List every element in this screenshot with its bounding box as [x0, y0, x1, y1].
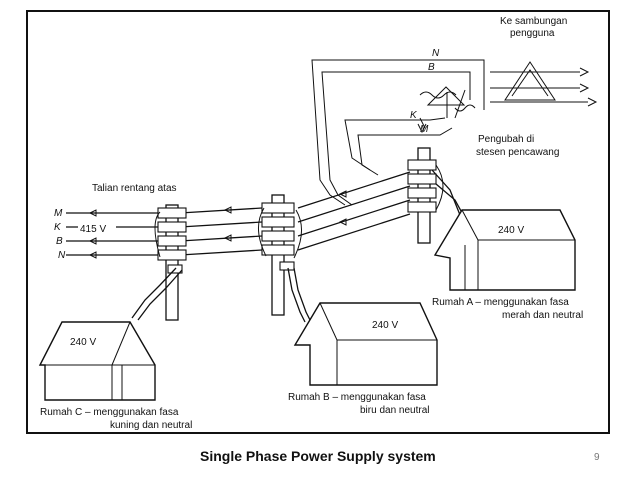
house-a-caption-line2: merah dan neutral: [502, 310, 583, 321]
transformer-coil-1: [419, 91, 457, 99]
load-delta: [504, 61, 556, 101]
ground-arrow: [417, 123, 427, 134]
drop-to-house-c-2: [137, 269, 183, 321]
house-c: [38, 321, 156, 401]
transformer-label-line2: stesen pencawang: [476, 147, 559, 158]
wire-label-m: M: [54, 208, 63, 219]
house-b-voltage: 240 V: [372, 320, 398, 331]
slide-caption: Single Phase Power Supply system: [200, 448, 436, 464]
drop-to-house-b-2: [293, 267, 312, 323]
house-b-caption-line1: Rumah B – menggunakan fasa: [288, 392, 426, 403]
pole-2: [258, 194, 302, 316]
top-wire-label-b: B: [428, 62, 435, 73]
house-a-caption-line1: Rumah A – menggunakan fasa: [432, 297, 569, 308]
pole-1: [154, 204, 187, 321]
house-c-voltage: 240 V: [70, 337, 96, 348]
line-voltage-label: 415 V: [80, 224, 106, 235]
top-right-label-line1: Ke sambungan: [500, 16, 567, 27]
house-b-caption-line2: biru dan neutral: [360, 405, 430, 416]
wire-label-k: K: [54, 222, 62, 233]
drop-to-house-b: [287, 267, 306, 323]
drop-to-house-c: [131, 267, 177, 319]
house-b: [293, 302, 438, 386]
top-wire-label-n: N: [432, 48, 440, 59]
overhead-line-label: Talian rentang atas: [92, 183, 177, 194]
span-wires: [179, 171, 411, 256]
slide-number: 9: [594, 452, 600, 463]
transformer-label-line1: Pengubah di: [478, 134, 534, 145]
power-supply-diagram: Ke sambungan pengguna Pengubah di stesen…: [38, 16, 598, 431]
pole-3: [407, 147, 444, 244]
feeder-wire-n: [311, 59, 485, 206]
wire-label-b: B: [56, 236, 63, 247]
transformer-delta: [426, 86, 466, 106]
house-c-caption-line1: Rumah C – menggunakan fasa: [40, 407, 179, 418]
house-c-caption-line2: kuning dan neutral: [110, 420, 192, 431]
wire-label-n: N: [58, 250, 66, 261]
substation-transformer: [311, 59, 598, 206]
feeder-wire-b: [321, 71, 471, 206]
house-a-voltage: 240 V: [498, 225, 524, 236]
top-wire-label-m: M: [420, 124, 429, 135]
top-wire-label-k: K: [410, 110, 418, 121]
house-a: [433, 209, 576, 291]
feeder-wire-m: [357, 127, 453, 176]
top-right-label-line2: pengguna: [510, 28, 555, 39]
feeder-wire-k: [344, 117, 446, 171]
